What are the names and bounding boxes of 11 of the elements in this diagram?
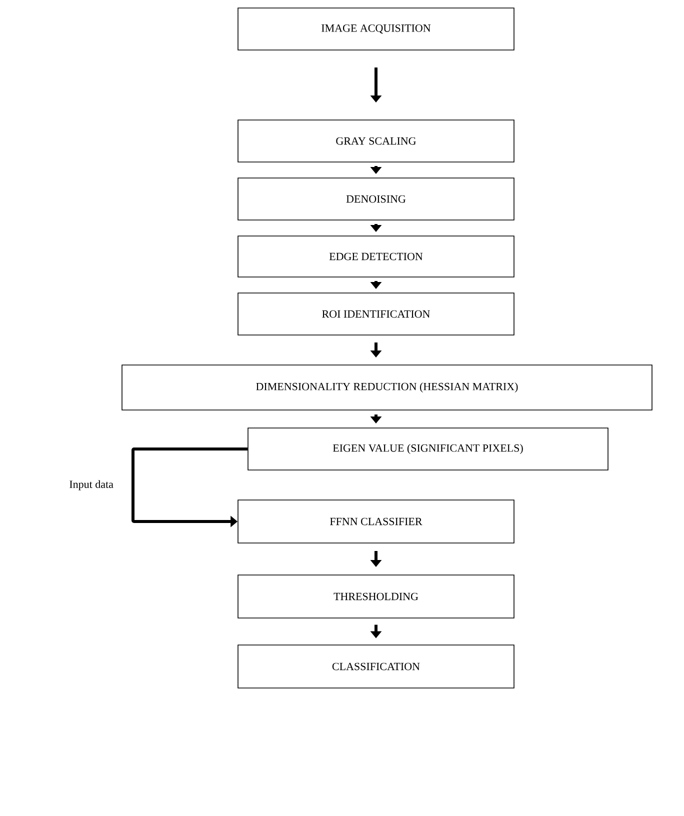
process-box: DENOISING (238, 178, 514, 220)
process-box: ROI IDENTIFICATION (238, 292, 514, 336)
process-box: THRESHOLDING (238, 574, 514, 618)
process-box: FFNN CLASSIFIER (238, 500, 514, 544)
process-box: DIMENSIONALITY REDUCTION (HESSIAN MATRIX) (122, 364, 652, 410)
process-box: GRAY SCALING (238, 120, 514, 162)
process-box: EDGE DETECTION (238, 236, 514, 278)
process-box: CLASSIFICATION (238, 644, 514, 688)
edge-label: Input data (70, 480, 114, 490)
process-box: IMAGE ACQUISITION (238, 8, 514, 50)
process-box: EIGEN VALUE (SIGNIFICANT PIXELS) (248, 428, 608, 470)
